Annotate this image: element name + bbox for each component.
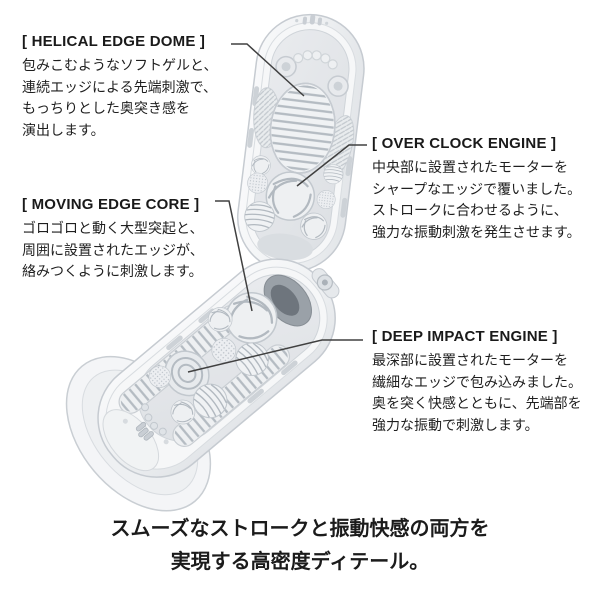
bottom-caption: スムーズなストロークと振動快感の両方を 実現する高密度ディテール。	[0, 513, 600, 579]
cap-interior	[102, 409, 160, 472]
callout-helical-edge-dome: [ HELICAL EDGE DOME ] 包みこむようなソフトゲルと、 連続エ…	[22, 33, 217, 141]
top-vents	[295, 14, 329, 26]
callout-moving-edge-core: [ MOVING EDGE CORE ] ゴロゴロと動く大型突起と、 周囲に設置…	[22, 196, 204, 283]
tray-shadow	[257, 233, 313, 261]
rim-slot	[281, 360, 298, 376]
bead-row	[293, 50, 338, 70]
upper-shell	[236, 13, 365, 273]
caption-line-2: 実現する高密度ディテール。	[170, 551, 430, 573]
callout-text-line: 連続エッジによる先端刺激で、	[22, 78, 218, 95]
callout-text-line: 包みこむようなソフトゲルと、	[22, 57, 218, 73]
hinge	[311, 268, 340, 299]
callout-text-line: ストロークに合わせるように、	[372, 202, 568, 218]
helical-dome	[269, 82, 336, 174]
rim-slot	[340, 197, 348, 218]
callout-text-line: 最深部に設置されたモーターを	[372, 352, 568, 368]
callout-text-line: シャープなエッジで覆いました。	[372, 180, 582, 197]
rim-slot	[166, 335, 183, 351]
callout-text-line: 周囲に設置されたエッジが、	[22, 241, 204, 258]
callout-text-line: 奥を突く快感とともに、先端部を	[372, 395, 582, 411]
callout-text-line: 繊細なエッジで包み込みました。	[372, 373, 582, 390]
rim-slot	[247, 388, 264, 404]
control-buttons	[122, 418, 169, 445]
rim-slot	[247, 127, 255, 148]
caption-line-1: スムーズなストロークと振動快感の両方を	[110, 518, 490, 540]
callout-text-line: もっちりとした奥突き感を	[22, 100, 190, 116]
callout-text-line: 強力な振動刺激を発生させます。	[372, 223, 581, 240]
callout-text-line: ゴロゴロと動く大型突起と、	[22, 220, 204, 236]
suction-knobs	[275, 55, 349, 97]
lower-shell	[65, 258, 340, 512]
callout-text-line: 絡みつくように刺激します。	[22, 263, 203, 279]
callout-title: [ MOVING EDGE CORE ]	[22, 196, 200, 213]
callout-text-line: 演出します。	[22, 121, 105, 138]
callout-text-line: 強力な振動で刺激します。	[372, 416, 539, 433]
callout-title: [ HELICAL EDGE DOME ]	[22, 33, 206, 50]
callout-title: [ DEEP IMPACT ENGINE ]	[372, 328, 558, 345]
callout-title: [ OVER CLOCK ENGINE ]	[372, 135, 557, 152]
leader-line-overclock	[296, 144, 367, 187]
callout-over-clock-engine: [ OVER CLOCK ENGINE ] 中央部に設置されたモーターを シャー…	[372, 135, 581, 243]
callout-deep-impact-engine: [ DEEP IMPACT ENGINE ] 最深部に設置されたモーターを 繊細…	[372, 328, 582, 436]
leader-line-helical	[231, 43, 305, 97]
nub-row	[141, 403, 167, 436]
leader-line-moving-core	[215, 200, 253, 312]
callout-text-line: 中央部に設置されたモーターを	[372, 159, 568, 175]
leader-line-deep-impact	[187, 339, 363, 373]
